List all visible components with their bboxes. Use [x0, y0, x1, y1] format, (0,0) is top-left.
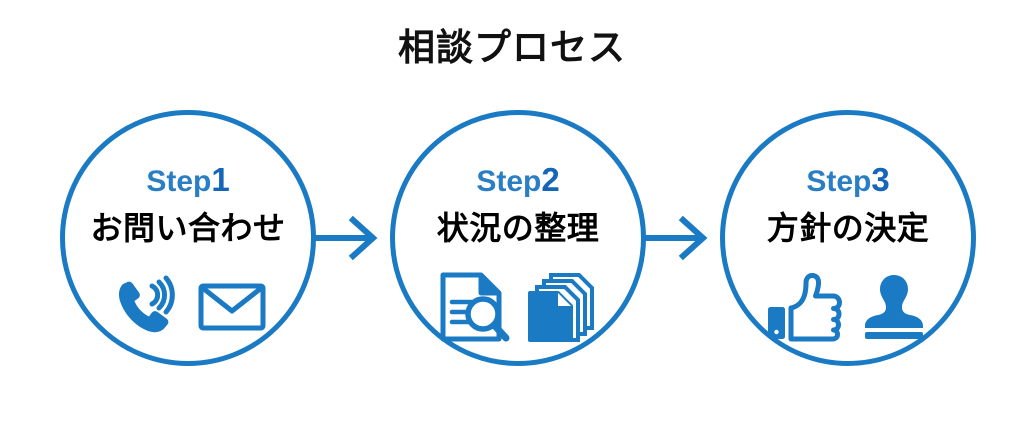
step-label-prefix-2: Step [476, 165, 542, 198]
envelope-icon [197, 279, 267, 335]
step-circle-2: Step2 状況の整理 [390, 110, 646, 366]
page-title: 相談プロセス [398, 27, 626, 68]
step-label-1: Step1 [65, 163, 311, 197]
step-label-prefix-3: Step [806, 165, 872, 198]
step-circle-3: Step3 方針の決定 [720, 110, 976, 366]
document-search-icon [437, 270, 511, 344]
step-icons-1 [65, 263, 311, 351]
arrow-step2-to-step3 [643, 214, 709, 262]
thumbs-up-icon [765, 272, 843, 342]
step-title-2: 状況の整理 [436, 210, 600, 246]
stamp-icon [857, 270, 931, 344]
step-icons-2 [395, 263, 641, 351]
step-label-number-3: 3 [871, 161, 890, 198]
step-title-3: 方針の決定 [766, 210, 930, 246]
step-label-3: Step3 [725, 163, 971, 197]
step-circle-1: Step1 お問い合わせ [60, 110, 316, 366]
step-icons-3 [725, 263, 971, 351]
step-label-number-2: 2 [541, 161, 560, 198]
step-title-1: お問い合わせ [90, 210, 286, 246]
documents-stack-icon [525, 270, 599, 344]
step-label-prefix-1: Step [146, 165, 212, 198]
step-label-2: Step2 [395, 163, 641, 197]
step-label-number-1: 1 [211, 161, 230, 198]
phone-icon [109, 272, 183, 342]
arrow-step1-to-step2 [313, 214, 379, 262]
